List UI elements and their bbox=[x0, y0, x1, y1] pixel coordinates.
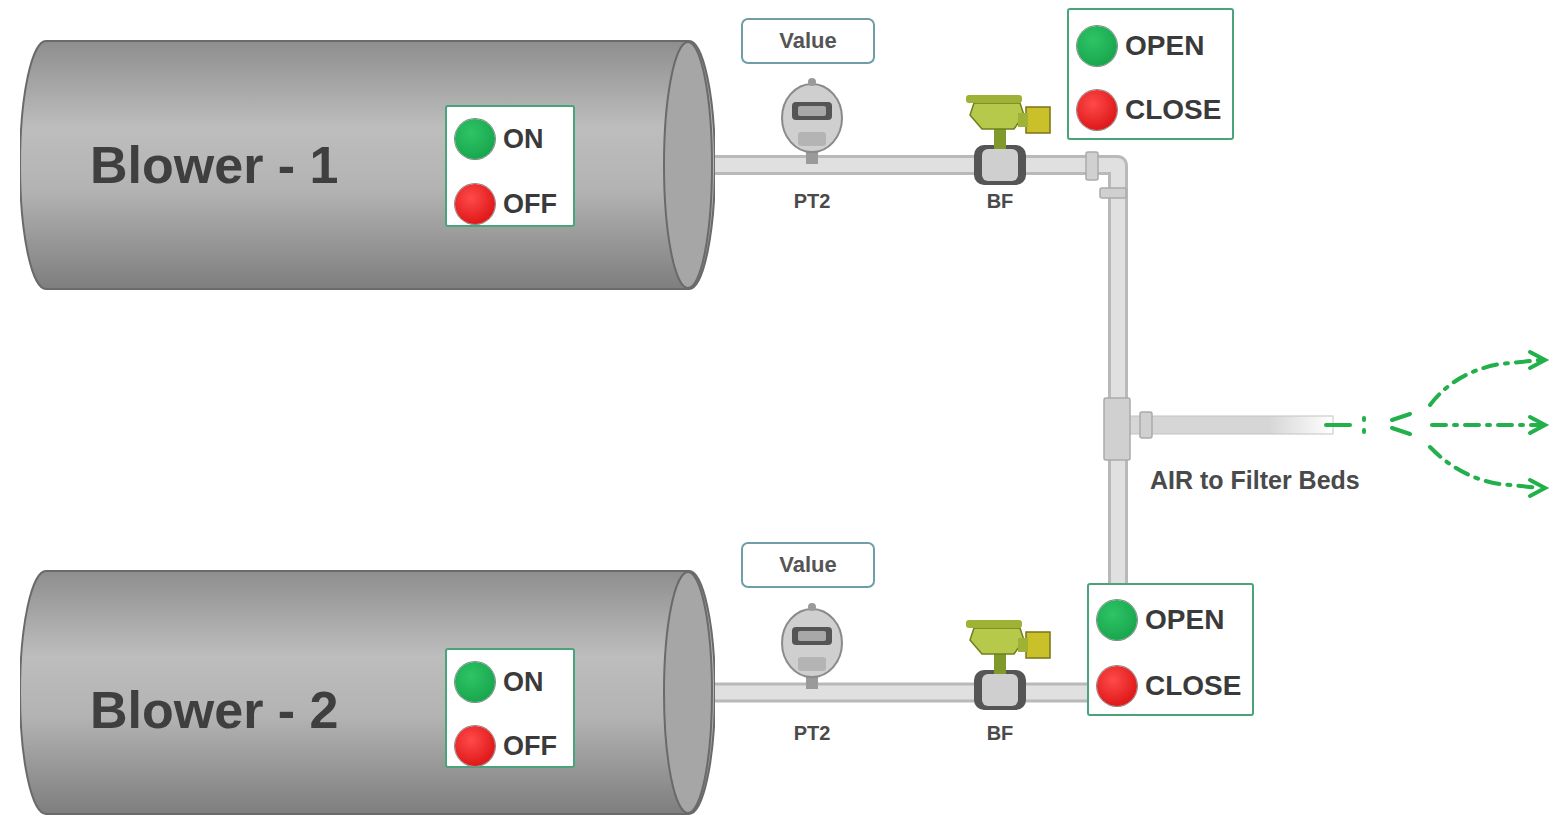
status-panel: OPEN CLOSE bbox=[1067, 8, 1234, 140]
indicator-row: OFF bbox=[455, 726, 557, 766]
indicator-label: OFF bbox=[503, 731, 557, 762]
indicator-lamp bbox=[455, 119, 495, 159]
indicator-label: OPEN bbox=[1125, 30, 1204, 62]
value-readout: Value bbox=[779, 552, 836, 578]
blower-name: Blower - 1 bbox=[90, 135, 339, 195]
indicator-lamp bbox=[455, 184, 495, 224]
indicator-lamp bbox=[1097, 600, 1137, 640]
indicator-row: CLOSE bbox=[1097, 666, 1241, 706]
indicator-label: CLOSE bbox=[1125, 94, 1221, 126]
flow-label: AIR to Filter Beds bbox=[1150, 466, 1360, 495]
status-panel: ON OFF bbox=[445, 105, 575, 227]
indicator-label: ON bbox=[503, 667, 544, 698]
status-panel: ON OFF bbox=[445, 648, 575, 768]
indicator-label: OFF bbox=[503, 189, 557, 220]
indicator-lamp bbox=[1097, 666, 1137, 706]
tag-label: PT2 bbox=[794, 722, 831, 745]
indicator-row: CLOSE bbox=[1077, 90, 1221, 130]
value-readout: Value bbox=[779, 28, 836, 54]
pipe-wall bbox=[691, 165, 1118, 693]
blower-end bbox=[664, 42, 712, 288]
indicator-row: OPEN bbox=[1097, 600, 1224, 640]
indicator-row: ON bbox=[455, 119, 544, 159]
elbow-fitting bbox=[1086, 152, 1098, 180]
indicator-row: OPEN bbox=[1077, 26, 1204, 66]
blower-shell bbox=[20, 41, 715, 289]
indicator-label: CLOSE bbox=[1145, 670, 1241, 702]
pressure-transmitter bbox=[782, 78, 842, 164]
blower: Blower - 2 ON OFF bbox=[20, 570, 715, 815]
tag-label: PT2 bbox=[794, 190, 831, 213]
indicator-label: OPEN bbox=[1145, 604, 1224, 636]
value-box: Value bbox=[741, 18, 875, 64]
blower-end bbox=[664, 572, 712, 813]
butterfly-valve bbox=[966, 95, 1050, 185]
blower: Blower - 1 ON OFF bbox=[20, 40, 715, 290]
indicator-label: ON bbox=[503, 124, 544, 155]
elbow-fitting bbox=[1100, 188, 1126, 198]
indicator-row: OFF bbox=[455, 184, 557, 224]
status-panel: OPEN CLOSE bbox=[1087, 583, 1254, 716]
tag-label: BF bbox=[987, 190, 1014, 213]
air-pipe bbox=[691, 165, 1118, 693]
tee-flange bbox=[1140, 412, 1152, 438]
value-box: Value bbox=[741, 542, 875, 588]
tag-label: BF bbox=[987, 722, 1014, 745]
indicator-row: ON bbox=[455, 662, 544, 702]
indicator-lamp bbox=[1077, 90, 1117, 130]
butterfly-valve bbox=[966, 620, 1050, 710]
indicator-lamp bbox=[455, 662, 495, 702]
indicator-lamp bbox=[1077, 26, 1117, 66]
blower-shell bbox=[20, 571, 715, 814]
pipe-core bbox=[691, 165, 1118, 693]
tee-fitting bbox=[1104, 398, 1130, 460]
pressure-transmitter bbox=[782, 603, 842, 689]
indicator-lamp bbox=[455, 726, 495, 766]
blower-name: Blower - 2 bbox=[90, 680, 339, 740]
